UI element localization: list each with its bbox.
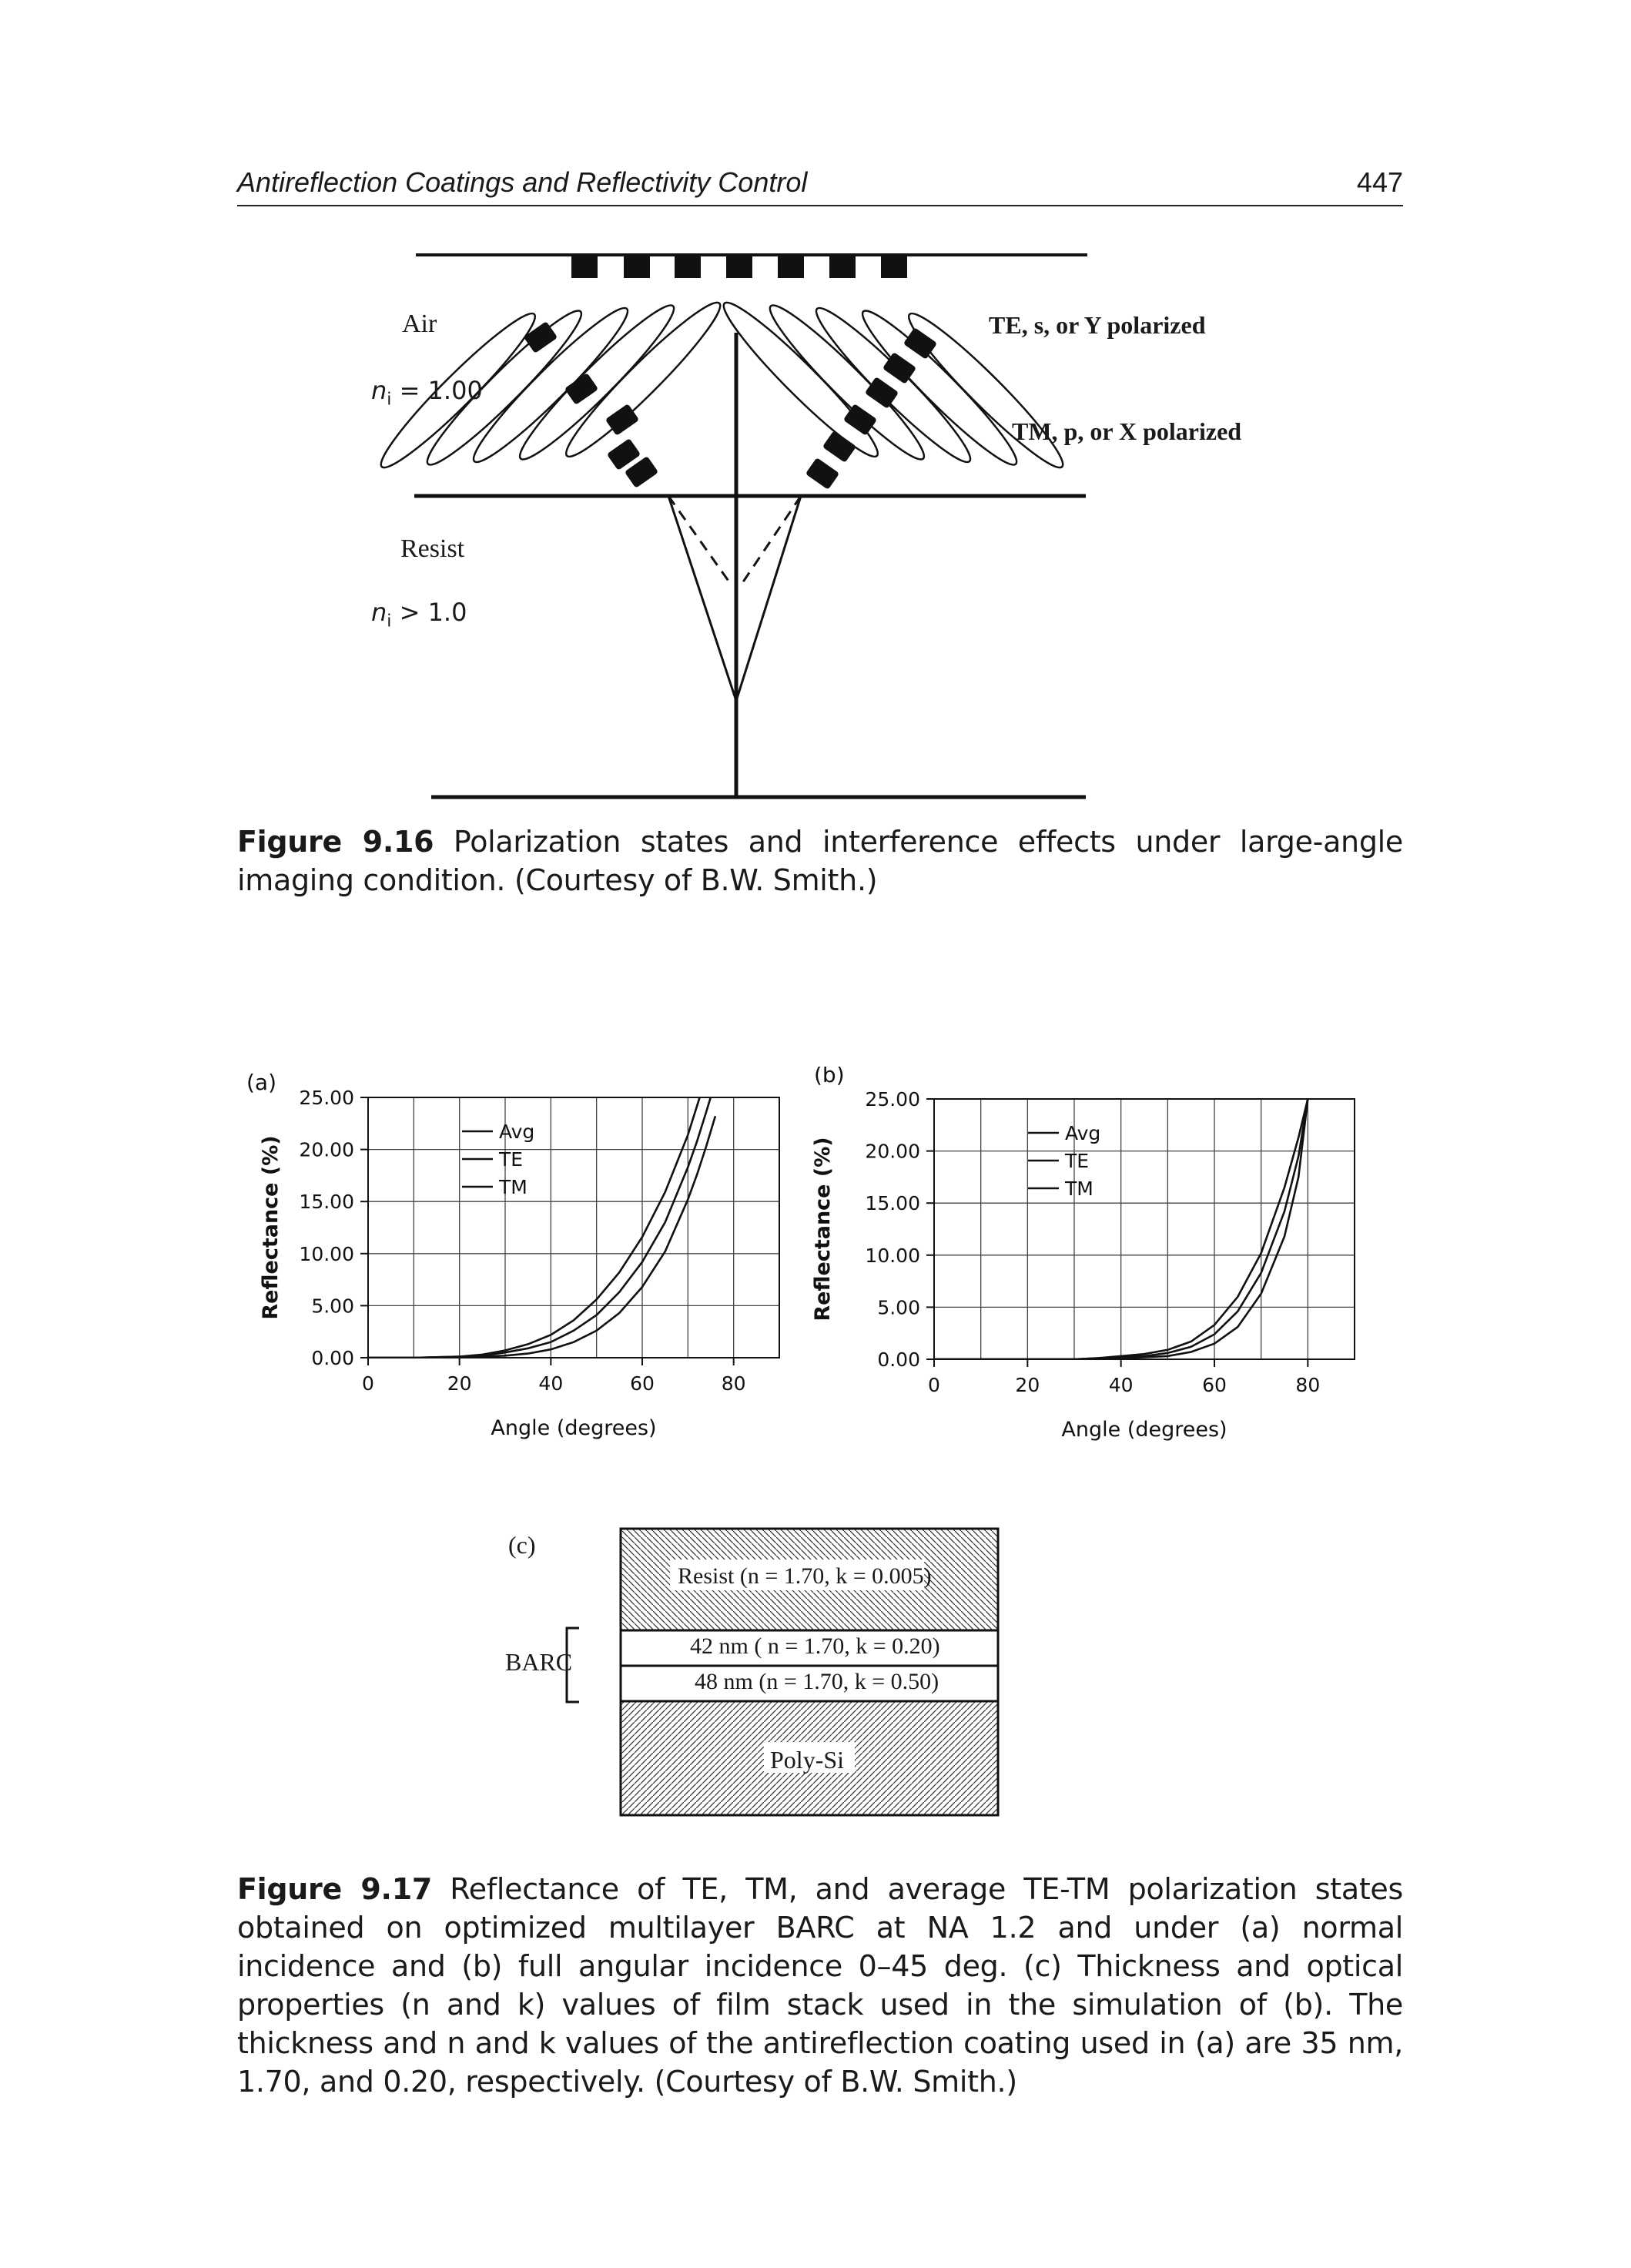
series-line-tm — [368, 1115, 717, 1358]
barc-layer-2-label: 48 nm (n = 1.70, k = 0.50) — [695, 1669, 939, 1694]
left-beam-markers — [524, 322, 658, 487]
y-tick-label: 5.00 — [877, 1296, 920, 1318]
figure-9-16-caption-text: Polarization states and interference eff… — [237, 825, 1404, 897]
y-tick-label: 25.00 — [299, 1087, 354, 1109]
page-number: 447 — [1356, 166, 1403, 198]
legend-label-tm: TM — [1064, 1178, 1093, 1200]
x-tick-label: 40 — [1109, 1374, 1134, 1396]
x-tick-label: 20 — [447, 1372, 472, 1395]
legend-label-te: TE — [498, 1148, 523, 1171]
x-axis-label: Angle (degrees) — [491, 1416, 656, 1440]
series-line-te — [368, 1097, 701, 1358]
barc-layer-1-label: 42 nm ( n = 1.70, k = 0.20) — [690, 1633, 940, 1659]
chart-a: (a) 25.00 20.00 15.00 10.00 5.00 0.00 0 20 40 60 80… — [246, 1070, 780, 1440]
x-tick-label: 80 — [1295, 1374, 1320, 1396]
running-header: Antireflection Coatings and Reflectivity… — [237, 165, 1403, 206]
x-tick-label: 40 — [538, 1372, 563, 1395]
ni-air-label: ni = 1.00 — [371, 376, 483, 409]
x-tick-label: 60 — [1202, 1374, 1227, 1396]
figure-9-16-diagram — [370, 253, 1087, 799]
y-tick-label: 0.00 — [877, 1348, 920, 1371]
y-tick-label: 5.00 — [311, 1295, 354, 1317]
x-tick-label: 0 — [928, 1374, 940, 1396]
ni-air-symbol: n — [371, 376, 387, 405]
polysi-layer-label: Poly-Si — [770, 1746, 845, 1774]
chart-b: (b) 25.00 20.00 15.00 10.00 5.00 0.00 0 20 40 60 80… — [811, 1067, 1355, 1442]
right-beam-markers — [806, 328, 936, 489]
y-tick-label: 15.00 — [299, 1191, 354, 1213]
plot-frame — [933, 1098, 1355, 1360]
y-tick-label: 20.00 — [299, 1139, 354, 1161]
y-tick-label: 25.00 — [865, 1088, 920, 1111]
barc-layer-1 — [619, 1629, 1000, 1667]
panel-c-label: (c) — [508, 1531, 536, 1559]
barc-bracket-label: BARC — [505, 1648, 573, 1676]
ni-resist-subscript: i — [387, 611, 392, 631]
series-line-tm — [934, 1099, 1309, 1359]
mask-features — [571, 255, 907, 278]
y-axis-label: Reflectance (%) — [811, 1137, 835, 1321]
figure-9-16-caption-label: Figure 9.16 — [237, 825, 434, 859]
legend-label-te: TE — [1064, 1150, 1089, 1172]
resist-layer-label: Resist (n = 1.70, k = 0.005) — [678, 1563, 932, 1589]
ni-air-subscript: i — [387, 390, 392, 410]
y-axis-label: Reflectance (%) — [259, 1135, 283, 1319]
ni-air-value: = 1.00 — [399, 376, 483, 405]
panel-label: (b) — [814, 1067, 845, 1087]
figure-9-16-caption: Figure 9.16 Polarization states and inte… — [237, 822, 1403, 899]
resist-label: Resist — [400, 534, 465, 563]
x-tick-label: 20 — [1015, 1374, 1040, 1396]
air-label: Air — [402, 310, 437, 338]
plot-frame — [367, 1097, 780, 1358]
ni-resist-label: ni > 1.0 — [371, 598, 467, 631]
series-line-avg — [934, 1099, 1309, 1359]
te-polarized-label: TE, s, or Y polarized — [989, 311, 1206, 339]
panel-label: (a) — [246, 1070, 276, 1095]
y-tick-label: 10.00 — [865, 1245, 920, 1267]
layer-stack-diagram — [565, 1527, 1000, 1817]
ni-resist-value: > 1.0 — [399, 598, 467, 627]
x-tick-label: 60 — [630, 1372, 655, 1395]
x-tick-label: 80 — [722, 1372, 746, 1395]
figure-9-17-caption-label: Figure 9.17 — [237, 1872, 432, 1906]
x-tick-label: 0 — [362, 1372, 374, 1395]
y-tick-label: 15.00 — [865, 1192, 920, 1214]
legend-label-avg: Avg — [499, 1121, 534, 1143]
series-line-te — [934, 1099, 1309, 1359]
x-axis-label: Angle (degrees) — [1061, 1418, 1227, 1442]
figure-9-17-caption-text: Reflectance of TE, TM, and average TE-TM… — [237, 1872, 1404, 2099]
y-tick-label: 0.00 — [311, 1347, 354, 1369]
series-line-avg — [368, 1097, 712, 1358]
legend-label-avg: Avg — [1065, 1122, 1100, 1144]
tm-polarized-label: TM, p, or X polarized — [1012, 417, 1242, 445]
figure-9-17-caption: Figure 9.17 Reflectance of TE, TM, and a… — [237, 1870, 1403, 2101]
legend-label-tm: TM — [498, 1176, 527, 1198]
y-tick-label: 10.00 — [299, 1243, 354, 1265]
running-title: Antireflection Coatings and Reflectivity… — [237, 166, 808, 198]
y-tick-label: 20.00 — [865, 1141, 920, 1163]
ni-resist-symbol: n — [371, 598, 387, 627]
